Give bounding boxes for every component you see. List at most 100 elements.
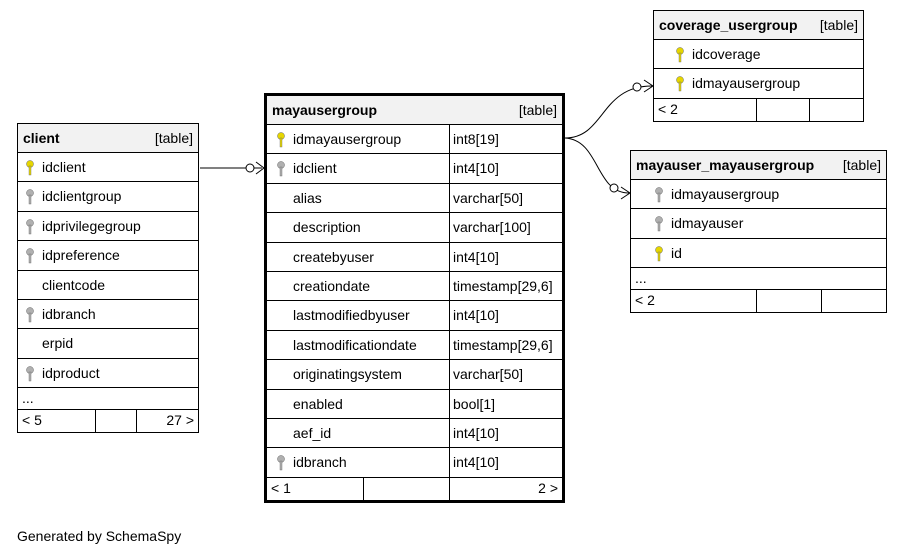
column-divider (449, 213, 450, 242)
column-row[interactable]: erpid (18, 329, 198, 359)
column-type: int4[10] (453, 454, 499, 471)
foreign-key-icon (26, 248, 34, 264)
foreign-key-icon (26, 219, 34, 234)
column-divider (449, 301, 450, 330)
column-type: int4[10] (453, 307, 499, 324)
footer-divider (363, 477, 364, 500)
column-name: idclient (293, 160, 337, 177)
column-divider (449, 360, 450, 389)
table-footer: < 2 (631, 290, 886, 313)
footer-divider (821, 290, 822, 313)
column-type: int4[10] (453, 160, 499, 177)
child-count: 2 > (538, 479, 558, 496)
edge-optional-marker (609, 183, 619, 193)
foreign-key-icon (655, 187, 663, 203)
column-list: idcoverage idmayausergroup (654, 40, 863, 99)
more-columns-indicator: ... (18, 388, 198, 411)
column-name: idmayausergroup (692, 75, 801, 92)
column-name: idbranch (42, 305, 96, 322)
column-name: enabled (293, 395, 343, 412)
primary-key-icon (26, 160, 34, 176)
table-title: client (23, 130, 60, 146)
foreign-key-icon (26, 189, 34, 205)
foreign-key-icon (277, 161, 285, 177)
column-name: id (671, 244, 682, 261)
column-row[interactable]: originatingsystem varchar[50] (267, 360, 562, 390)
column-name: idmayauser (671, 215, 744, 232)
column-row[interactable]: lastmodificationdate timestamp[29,6] (267, 330, 562, 361)
column-divider (449, 242, 450, 271)
column-divider (449, 448, 450, 477)
column-row[interactable]: idclient int4[10] (267, 154, 562, 184)
column-row[interactable]: id (631, 239, 886, 269)
column-row[interactable]: idmayausergroup (631, 180, 886, 210)
foreign-key-icon (655, 216, 663, 232)
column-name: lastmodifiedbyuser (293, 307, 410, 324)
edge-optional-marker (632, 82, 642, 92)
primary-key-icon (277, 132, 285, 148)
column-type: varchar[100] (453, 219, 531, 236)
child-count: 27 > (166, 412, 194, 429)
column-name: description (293, 219, 361, 236)
column-name: idclient (42, 159, 86, 175)
column-row[interactable]: lastmodifiedbyuser int4[10] (267, 301, 562, 331)
column-row[interactable]: idbranch (18, 300, 198, 330)
column-row[interactable]: idmayausergroup (654, 69, 863, 99)
column-type: varchar[50] (453, 189, 524, 206)
table-mayauser-mayausergroup[interactable]: mayauser_mayausergroup [table] idmayause… (630, 150, 887, 314)
column-name: idpreference (42, 247, 120, 264)
foreign-key-icon (277, 455, 285, 471)
column-divider (449, 183, 450, 213)
table-type-label: [table] (819, 17, 858, 33)
column-list: idmayausergroup idmayauser id (631, 180, 886, 269)
column-row[interactable]: idclientgroup (18, 182, 198, 212)
foreign-key-icon (26, 365, 34, 381)
footer-divider (756, 98, 757, 121)
column-row[interactable]: clientcode (18, 271, 198, 300)
table-footer: < 5 27 > (18, 410, 198, 433)
table-title: coverage_usergroup (659, 17, 798, 33)
column-row[interactable]: idpreference (18, 241, 198, 271)
more-columns-indicator: ... (631, 268, 886, 291)
edge-mayausergroup-mayauser (564, 137, 630, 194)
footer-divider (449, 477, 450, 500)
column-row[interactable]: idmayauser (631, 209, 886, 239)
generated-by-label: Generated by SchemaSpy (17, 528, 182, 544)
column-row[interactable]: idprivilegegroup (18, 212, 198, 242)
column-name: erpid (42, 335, 74, 352)
column-divider (449, 330, 450, 360)
parent-count: < 1 (271, 479, 291, 496)
column-divider (449, 154, 450, 183)
column-name: aef_id (293, 424, 332, 441)
foreign-key-icon (26, 307, 34, 323)
column-name: lastmodificationdate (293, 336, 417, 353)
column-name: idcoverage (692, 46, 761, 62)
column-name: createbyuser (293, 248, 374, 265)
column-row[interactable]: idcoverage (654, 40, 863, 70)
table-title: mayausergroup (272, 102, 378, 118)
parent-count: < 2 (658, 100, 678, 117)
table-title: mayauser_mayausergroup (636, 157, 815, 173)
column-divider (449, 271, 450, 301)
table-footer: < 1 2 > (267, 477, 562, 500)
column-row[interactable]: idproduct (18, 359, 198, 389)
footer-divider (95, 410, 96, 433)
column-type: varchar[50] (453, 366, 524, 383)
table-coverage-usergroup[interactable]: coverage_usergroup [table] idcoverage idm… (653, 10, 864, 122)
column-type: timestamp[29,6] (453, 336, 553, 353)
column-divider (449, 418, 450, 448)
column-name: originatingsystem (293, 366, 402, 383)
column-row[interactable]: description varchar[100] (267, 213, 562, 243)
column-row[interactable]: idclient (18, 153, 198, 183)
